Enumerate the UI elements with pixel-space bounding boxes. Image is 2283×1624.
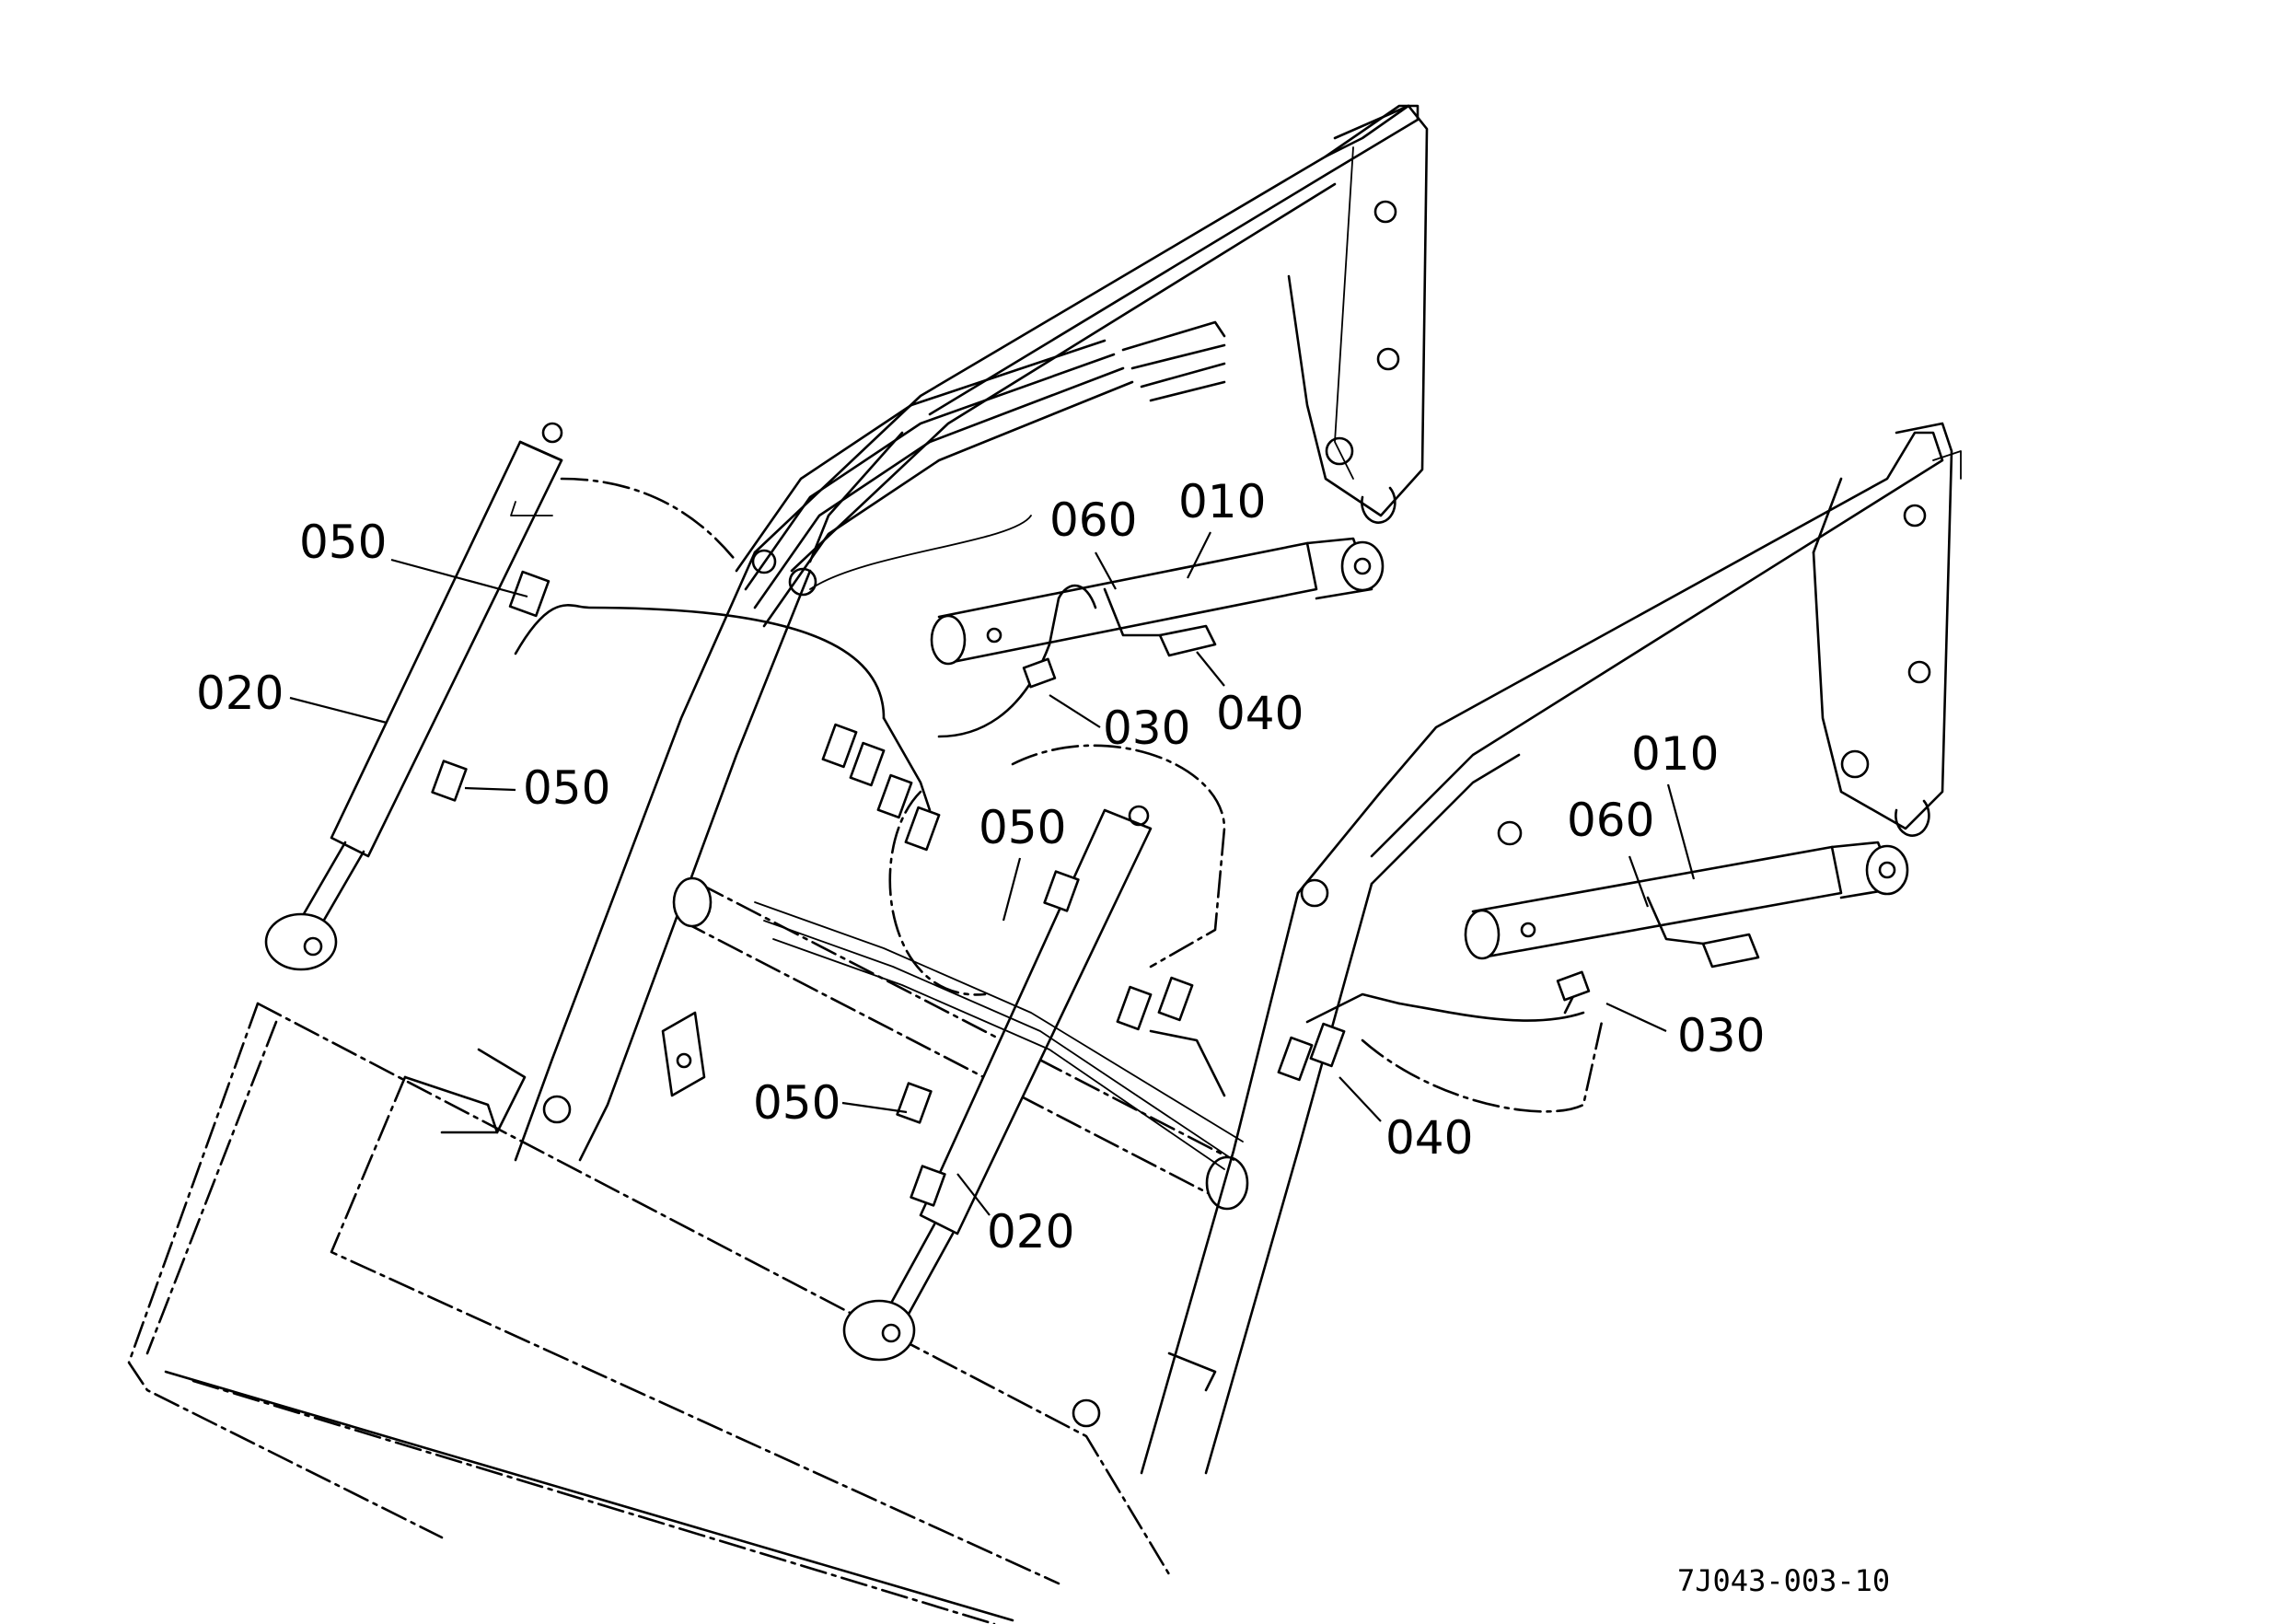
bucket-cylinder-left <box>264 422 563 971</box>
callout-040-left: 040 <box>1216 687 1304 740</box>
callout-060-left: 060 <box>1049 493 1137 547</box>
callout-050-lower: 050 <box>753 1076 840 1130</box>
callout-020-left: 020 <box>196 667 284 720</box>
callout-030-right: 030 <box>1677 1009 1765 1062</box>
callout-050-center: 050 <box>979 801 1066 854</box>
fittings <box>821 657 1591 1082</box>
figure-id: 7J043-003-10 <box>1677 1563 1890 1598</box>
callout-040-right: 040 <box>1385 1111 1473 1165</box>
callout-030-left: 030 <box>1103 702 1190 755</box>
callout-050-mid-left: 050 <box>523 761 610 815</box>
callouts: 010 060 050 020 050 030 040 010 060 050 … <box>196 475 1765 1259</box>
left-boom-arm <box>514 104 1429 1162</box>
callout-060-right: 060 <box>1567 794 1654 847</box>
lift-cylinder-left <box>930 537 1385 666</box>
bucket-cylinder-center <box>842 805 1153 1362</box>
lift-cylinder-right <box>1464 841 1909 969</box>
callout-010-right: 010 <box>1631 727 1719 781</box>
loader-drawing <box>127 104 1962 1624</box>
callout-020-center: 020 <box>987 1205 1074 1259</box>
bucket <box>127 1002 1217 1624</box>
callout-050-top-left: 050 <box>299 516 387 569</box>
right-boom-arm <box>1140 422 1962 1475</box>
callout-010-left: 010 <box>1178 475 1266 528</box>
